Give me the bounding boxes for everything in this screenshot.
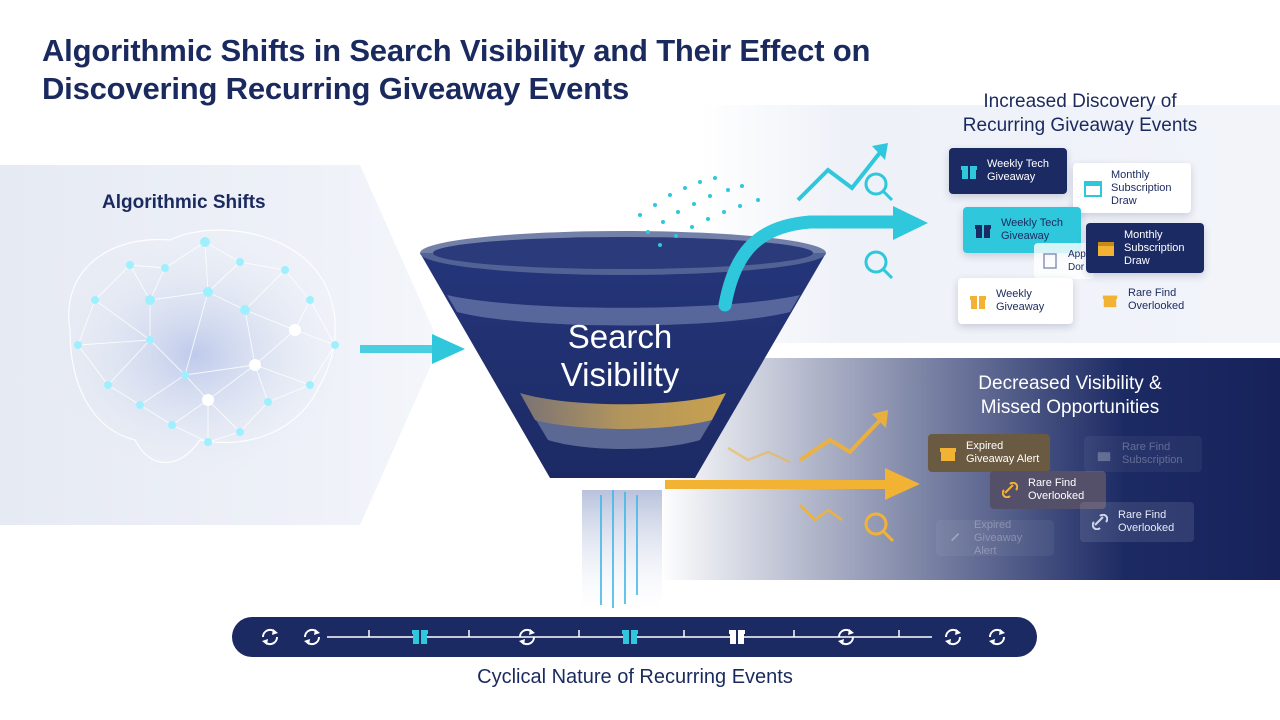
decreased-heading-line-1: Decreased Visibility & [978,373,1162,394]
card-line: Giveaway Alert [966,453,1040,465]
card-line: Rare Find [1028,477,1077,489]
funnel-label: Search Visibility [520,318,720,394]
funnel-label-line-2: Visibility [560,356,680,393]
card-line: Overlooked [1128,300,1185,312]
document-icon [1040,251,1060,271]
increased-heading-line-1: Increased Discovery of [983,91,1177,112]
data-particles-top [638,176,760,247]
trend-amber-icon [727,410,888,522]
page-title: Algorithmic Shifts in Search Visibility … [42,32,1042,108]
decreased-heading-line-2: Missed Opportunities [980,397,1160,418]
increased-discovery-heading: Increased Discovery of Recurring Giveawa… [900,90,1260,138]
gift-icon [729,630,745,644]
card-line: Dor [1068,262,1085,273]
funnel-label-line-1: Search [567,318,673,355]
gift-icon [1094,444,1114,464]
card-line: Monthly [1124,228,1163,241]
calendar-icon [1096,238,1116,258]
refresh-icon [261,628,279,646]
increased-heading-line-2: Recurring Giveaway Events [962,115,1198,136]
card-line: Rare Find [1122,441,1171,453]
trend-up-icon [796,143,888,202]
magnifier-icon [864,172,894,280]
card-line: Giveaway Alert [974,531,1023,557]
card-line: Expired [974,518,1012,531]
link-icon [1090,512,1110,532]
card-line: Giveaway [987,171,1036,183]
card-line: Overlooked [1118,522,1175,534]
card-line: Monthly [1111,168,1150,181]
refresh-icon [518,628,536,646]
card-line: Giveaway [1001,230,1050,242]
card-line: Weekly Tech [1001,217,1063,229]
card-line: Subscription [1111,181,1172,194]
data-stream-bottom [600,490,638,608]
brain-network-icon [45,229,345,475]
decreased-visibility-heading: Decreased Visibility & Missed Opportunit… [930,372,1210,420]
refresh-icon [837,628,855,646]
increased-discovery-arrow [718,206,928,312]
gift-icon [622,630,638,644]
timeline-graphics [261,628,1006,646]
card-line: Overlooked [1028,490,1085,502]
card-line: Subscription [1124,241,1185,254]
refresh-icon [303,628,321,646]
gift-icon [412,630,428,644]
card-line: Weekly [996,288,1032,300]
timeline-label: Cyclical Nature of Recurring Events [477,666,793,688]
calendar-icon [1083,178,1103,198]
decreased-visibility-arrow [665,468,920,500]
refresh-icon [944,628,962,646]
card-line: Rare Find [1128,287,1177,299]
card-line: Subscription [1122,454,1183,466]
gift-icon [968,291,988,311]
card-line: App [1068,249,1086,260]
title-line-2: Discovering Recurring Giveaway Events [42,71,630,106]
funnel-spout [582,490,662,610]
card-line: Draw [1111,194,1137,207]
card-line: Draw [1124,254,1150,267]
card-line: Giveaway [996,301,1045,313]
arrow-to-funnel [360,334,465,364]
cycle-timeline [232,617,1037,657]
gift-icon [1100,290,1120,310]
magnifier-amber-icon [864,512,895,543]
card-line: Expired [966,440,1004,452]
algorithmic-shifts-label: Algorithmic Shifts [102,192,266,213]
refresh-icon [988,628,1006,646]
title-line-1: Algorithmic Shifts in Search Visibility … [42,33,871,68]
card-line: Weekly Tech [987,158,1049,170]
gift-icon [938,443,958,463]
card-line: Rare Find [1118,509,1167,521]
link-icon [1000,480,1020,500]
gift-icon [973,220,993,240]
link-icon [946,528,966,548]
gift-icon [959,161,979,181]
